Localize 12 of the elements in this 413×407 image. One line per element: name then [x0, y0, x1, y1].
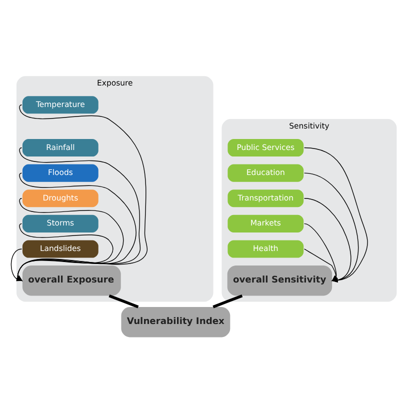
connector: [212, 294, 243, 308]
arrow: [16, 172, 136, 281]
arrow: [16, 104, 148, 281]
arrow: [304, 248, 338, 281]
arrow: [16, 198, 124, 281]
node-box: Vulnerability Index: [121, 306, 230, 337]
connector: [108, 294, 139, 308]
node-box: overall Exposure: [22, 265, 121, 296]
arrow: [16, 222, 114, 281]
node-box: overall Sensitivity: [227, 265, 332, 296]
arrow: [10, 248, 23, 281]
arrow: [304, 222, 338, 281]
